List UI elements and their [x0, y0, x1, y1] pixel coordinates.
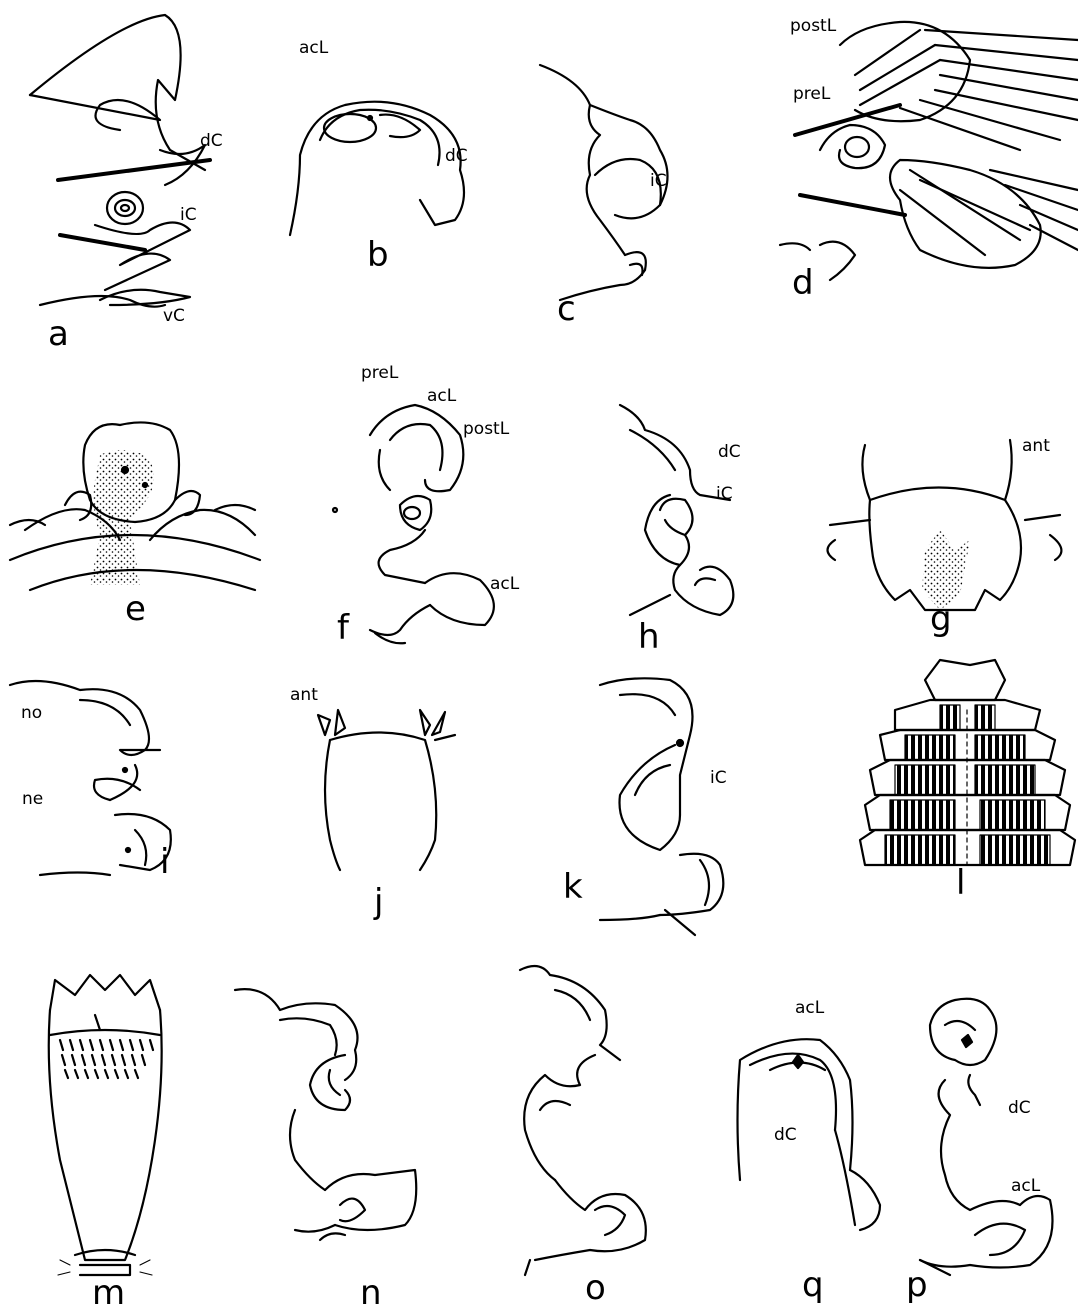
- label-b-1: acL: [299, 40, 328, 57]
- panel-o-drawing: [500, 955, 690, 1275]
- label-q-1: acL: [795, 1000, 824, 1017]
- panel-i: no ne i: [0, 670, 220, 900]
- panel-letter-a: a: [48, 317, 69, 351]
- label-f-3: postL: [463, 421, 509, 438]
- panel-m: m: [20, 960, 190, 1310]
- panel-q: acL dC q: [710, 1000, 890, 1310]
- panel-letter-b: b: [367, 238, 389, 272]
- panel-n: n: [225, 960, 445, 1310]
- panel-letter-j: j: [374, 885, 383, 919]
- panel-letter-q: q: [802, 1268, 824, 1302]
- panel-letter-g: g: [930, 602, 952, 636]
- panel-letter-i: i: [160, 845, 169, 879]
- panel-f-drawing: [330, 365, 560, 655]
- panel-j-drawing: [290, 690, 470, 880]
- panel-g: ant g: [810, 420, 1078, 650]
- panel-letter-e: e: [125, 592, 146, 626]
- panel-i-drawing: [0, 670, 220, 870]
- panel-b-drawing: [270, 40, 490, 240]
- label-f-2: acL: [427, 388, 456, 405]
- panel-p-drawing: [890, 985, 1078, 1285]
- panel-h-drawing: [590, 400, 790, 630]
- panel-p: dC acL p: [890, 985, 1078, 1310]
- panel-c: iC c: [520, 55, 730, 315]
- panel-q-drawing: [710, 1000, 890, 1240]
- label-p-2: acL: [1011, 1178, 1040, 1195]
- label-a-2: iC: [180, 207, 197, 224]
- label-h-1: dC: [718, 444, 741, 461]
- panel-letter-d: d: [792, 266, 814, 300]
- label-b-2: dC: [445, 148, 468, 165]
- label-f-4: acL: [490, 576, 519, 593]
- label-p-1: dC: [1008, 1100, 1031, 1117]
- label-q-2: dC: [774, 1127, 797, 1144]
- label-i-2: ne: [22, 791, 43, 808]
- label-c-1: iC: [650, 173, 667, 190]
- panel-l: l: [855, 650, 1078, 940]
- panel-letter-c: c: [557, 292, 576, 326]
- label-a-1: dC: [200, 133, 223, 150]
- panel-letter-o: o: [585, 1271, 606, 1305]
- panel-k: iC k: [580, 665, 780, 945]
- label-d-2: preL: [793, 86, 830, 103]
- label-h-2: iC: [716, 486, 733, 503]
- panel-k-drawing: [580, 665, 780, 925]
- panel-letter-k: k: [563, 870, 583, 904]
- panel-e: e: [0, 410, 270, 630]
- label-a-3: vC: [163, 308, 185, 325]
- panel-letter-p: p: [906, 1268, 928, 1302]
- panel-n-drawing: [225, 960, 445, 1280]
- panel-b: acL dC b: [270, 40, 490, 300]
- panel-letter-h: h: [638, 620, 660, 654]
- label-k-1: iC: [710, 770, 727, 787]
- label-i-1: no: [21, 705, 42, 722]
- panel-f: preL acL postL acL f: [330, 365, 560, 655]
- panel-a: dC iC vC a: [0, 0, 260, 350]
- panel-l-drawing: [855, 650, 1078, 920]
- panel-letter-f: f: [337, 611, 349, 645]
- panel-letter-l: l: [956, 866, 965, 900]
- panel-h: dC iC h: [590, 400, 790, 660]
- panel-d: postL preL d: [760, 0, 1078, 320]
- label-j-1: ant: [290, 687, 318, 704]
- panel-j: ant j: [290, 690, 470, 920]
- panel-c-drawing: [520, 55, 730, 305]
- label-f-1: preL: [361, 365, 398, 382]
- panel-letter-n: n: [360, 1276, 382, 1310]
- panel-a-drawing: [0, 0, 260, 350]
- panel-letter-m: m: [92, 1276, 125, 1310]
- label-g-1: ant: [1022, 438, 1050, 455]
- label-d-1: postL: [790, 18, 836, 35]
- panel-m-drawing: [20, 960, 190, 1280]
- panel-e-drawing: [0, 410, 270, 590]
- panel-o: o: [500, 955, 690, 1310]
